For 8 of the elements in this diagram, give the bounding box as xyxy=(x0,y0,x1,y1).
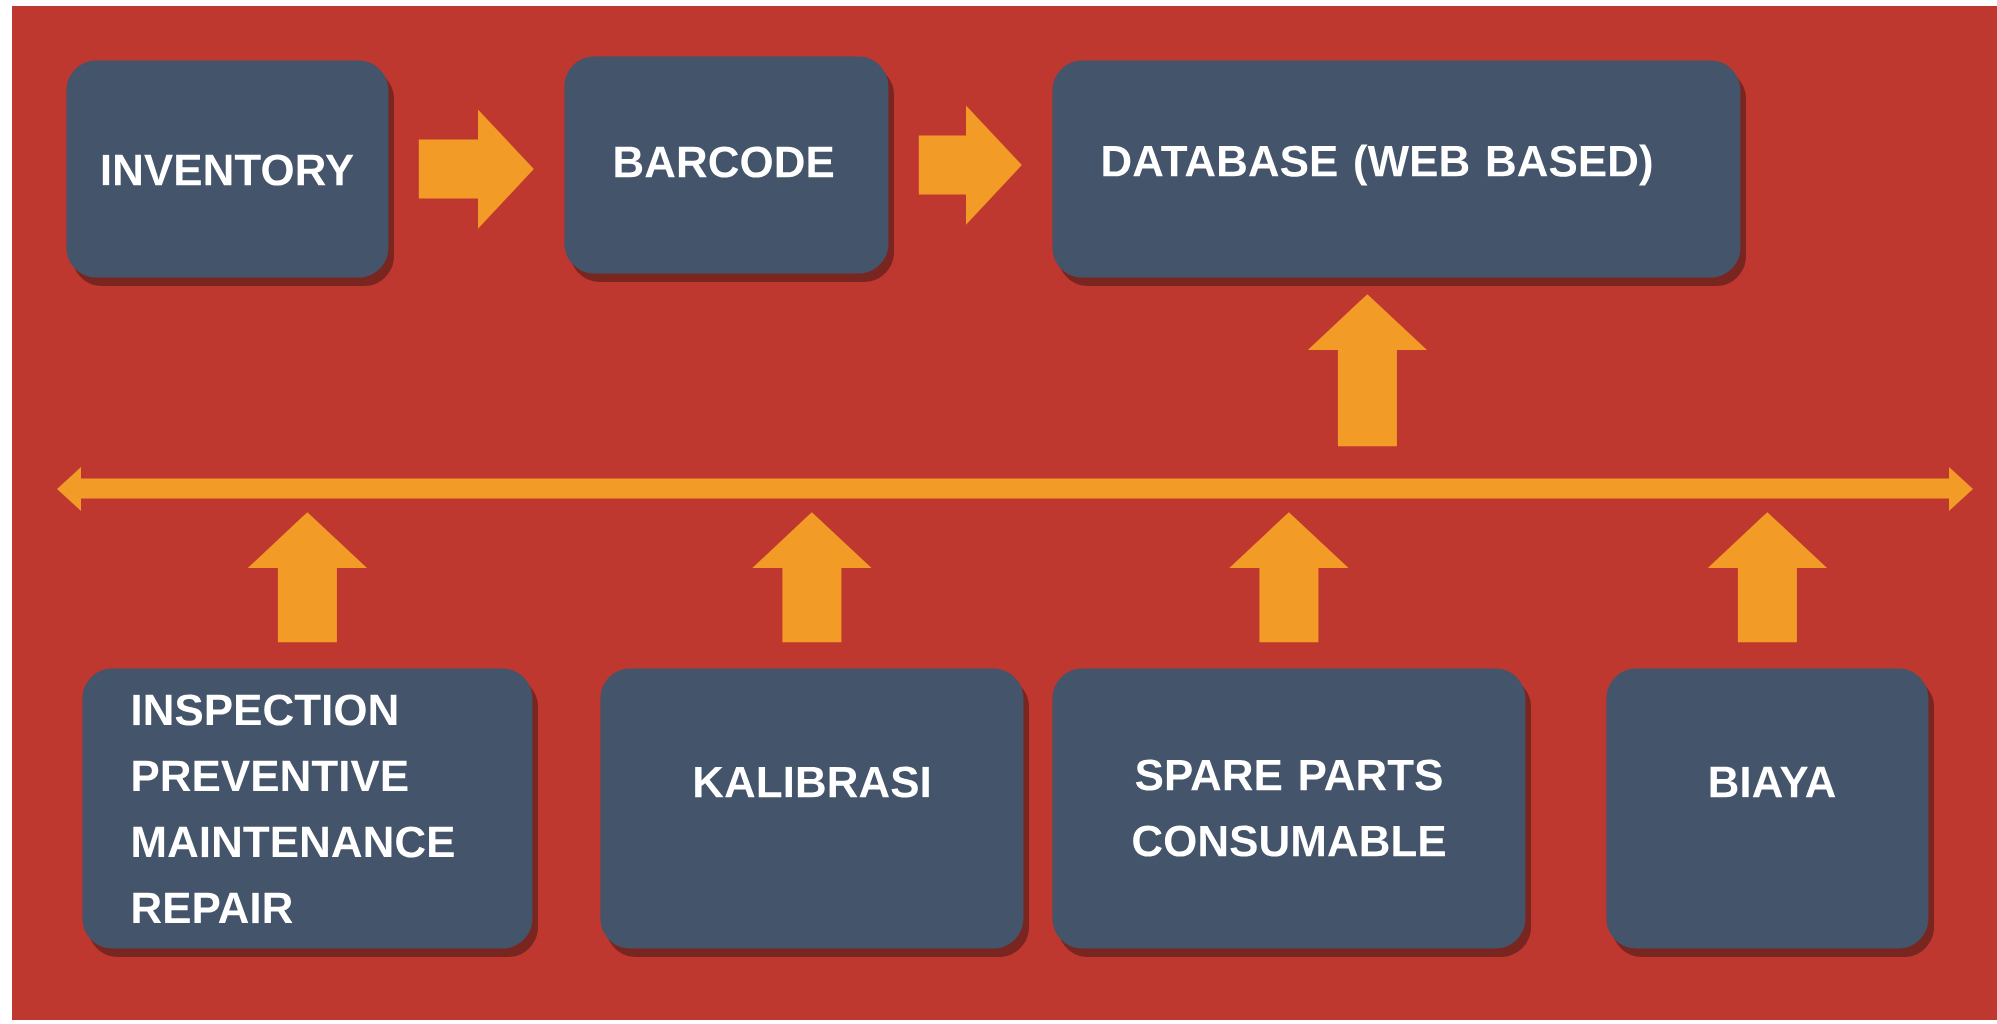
process-box: INVENTORY xyxy=(66,60,394,286)
process-box: BIAYA xyxy=(1606,668,1934,957)
process-box: KALIBRASI xyxy=(600,668,1029,957)
process-box: SPARE PARTS CONSUMABLE xyxy=(1052,668,1531,957)
double-arrow-bar xyxy=(57,467,1973,511)
process-box: DATABASE (WEB BASED) xyxy=(1052,60,1746,286)
process-box: BARCODE xyxy=(564,56,894,282)
process-box: INSPECTION PREVENTIVE MAINTENANCE REPAIR xyxy=(82,668,538,957)
